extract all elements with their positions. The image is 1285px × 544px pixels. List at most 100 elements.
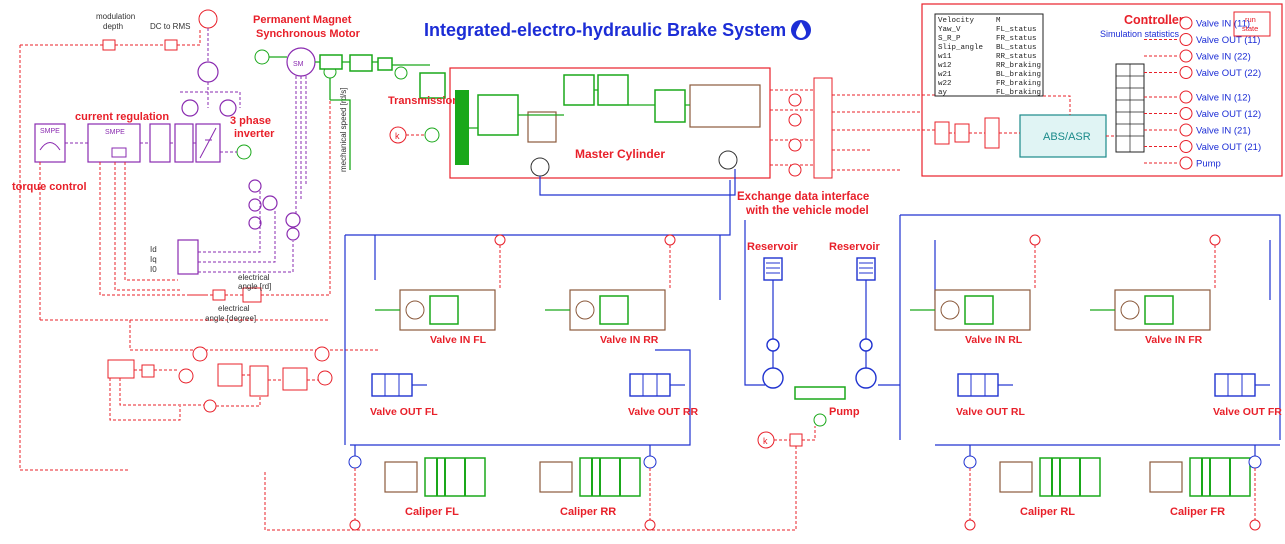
vehicle-interface-block[interactable]	[813, 77, 833, 179]
caliper-body-0[interactable]	[384, 461, 418, 493]
signal-source-icon[interactable]	[178, 368, 194, 384]
dc-source-icon[interactable]	[198, 9, 218, 29]
signal-source-icon-4[interactable]	[317, 370, 333, 386]
switch-block[interactable]	[107, 359, 135, 379]
current-sensor-icon-2[interactable]	[219, 99, 237, 117]
vehicle-signal-icon-1[interactable]	[788, 93, 802, 107]
gear-block[interactable]	[349, 54, 373, 72]
angle-gain-block[interactable]	[212, 289, 226, 301]
smpe-block-2[interactable]	[87, 123, 141, 163]
modulation-depth-block[interactable]	[102, 39, 116, 51]
saturation-block[interactable]	[249, 365, 269, 397]
signal-source-icon-2[interactable]	[192, 346, 208, 362]
valve-output-port-icon-4[interactable]	[1179, 90, 1193, 104]
valve-in-signal-icon-3[interactable]	[1209, 234, 1221, 246]
router-block[interactable]	[954, 123, 970, 143]
booster-block[interactable]	[477, 94, 519, 136]
check-valve-right-icon[interactable]	[859, 338, 873, 352]
valve-out-body-3[interactable]	[1214, 373, 1256, 397]
shaft-block[interactable]	[377, 57, 393, 71]
current-meter-icon[interactable]	[262, 195, 278, 211]
valve-in-coil-3[interactable]	[1144, 295, 1174, 325]
pump-right-icon[interactable]	[855, 367, 877, 389]
pressure-chamber[interactable]	[527, 111, 557, 143]
valve-in-coil-2[interactable]	[964, 295, 994, 325]
master-cylinder-body[interactable]	[689, 84, 761, 128]
mux-block[interactable]	[934, 121, 950, 145]
reservoir-left-tank[interactable]	[763, 257, 783, 281]
voltage-sensor-icon[interactable]	[197, 61, 219, 83]
current-meter-icon-2[interactable]	[285, 212, 301, 228]
valve-output-port-icon-7[interactable]	[1179, 140, 1193, 153]
wheel-pressure-output-icon-2[interactable]	[964, 519, 976, 531]
caliper-body-2[interactable]	[999, 461, 1033, 493]
signal-source-icon-5[interactable]	[203, 399, 217, 413]
wheel-pressure-sensor-icon-1[interactable]	[643, 455, 657, 469]
valve-in-signal-icon-1[interactable]	[664, 234, 676, 246]
vehicle-signal-icon-2[interactable]	[788, 113, 802, 127]
spring-block-1[interactable]	[563, 74, 595, 106]
phase-sensor-icon-a[interactable]	[248, 179, 262, 193]
wheel-pressure-output-icon-1[interactable]	[644, 519, 656, 531]
valve-output-port-icon-6[interactable]	[1179, 123, 1193, 137]
caliper-body-1[interactable]	[539, 461, 573, 493]
valve-out-body-2[interactable]	[957, 373, 999, 397]
valve-in-coil-0[interactable]	[429, 295, 459, 325]
gain-block-k1[interactable]	[141, 364, 155, 378]
reservoir-right-tank[interactable]	[856, 257, 876, 281]
pedal-block[interactable]	[455, 90, 469, 165]
current-meter-icon-3[interactable]	[286, 227, 300, 241]
caliper-body-3[interactable]	[1149, 461, 1183, 493]
function-block-power[interactable]	[282, 367, 308, 391]
vehicle-signal-icon-3[interactable]	[788, 138, 802, 152]
valve-output-port-icon-1[interactable]	[1179, 33, 1193, 46]
spring-block-2[interactable]	[597, 74, 629, 106]
caliper-disc-3[interactable]	[1189, 457, 1251, 497]
abs-asr-block[interactable]	[1019, 114, 1107, 158]
demux-block[interactable]	[984, 117, 1000, 149]
pump-shaft-block[interactable]	[794, 386, 846, 400]
valve-out-body-0[interactable]	[371, 373, 413, 397]
signal-source-icon-3[interactable]	[314, 346, 330, 362]
valve-output-port-icon-0[interactable]	[1179, 16, 1193, 30]
caliper-disc-1[interactable]	[579, 457, 641, 497]
valve-output-port-icon-2[interactable]	[1179, 49, 1193, 63]
piston-block[interactable]	[654, 89, 686, 123]
function-block-fxy[interactable]	[217, 363, 243, 387]
multiply-block[interactable]	[789, 433, 803, 447]
valve-output-port-icon-5[interactable]	[1179, 107, 1193, 120]
rotary-sensor-icon[interactable]	[394, 66, 408, 80]
dc-to-rms-block[interactable]	[164, 39, 178, 51]
controller-output-4: RR_status	[996, 53, 1037, 61]
wheel-pressure-sensor-icon-3[interactable]	[1248, 455, 1262, 469]
wheel-pressure-output-icon-3[interactable]	[1249, 519, 1261, 531]
controller-io-block[interactable]	[934, 13, 1044, 97]
valve-output-port-icon-3[interactable]	[1179, 66, 1193, 79]
pressure-sensor-icon-1[interactable]	[530, 157, 550, 177]
pressure-sensor-icon-2[interactable]	[718, 150, 738, 170]
valve-out-body-1[interactable]	[629, 373, 671, 397]
pwm-block[interactable]	[149, 123, 171, 163]
pump-motor-icon[interactable]	[813, 413, 827, 427]
park-transform-block[interactable]	[177, 239, 199, 275]
inertia-block[interactable]	[319, 54, 343, 70]
pump-left-icon[interactable]	[762, 367, 784, 389]
phase-sensor-icon-b[interactable]	[248, 198, 262, 212]
wheel-pressure-sensor-icon-0[interactable]	[348, 455, 362, 469]
wheel-pressure-output-icon-0[interactable]	[349, 519, 361, 531]
nut-screw-block[interactable]	[419, 72, 446, 99]
run-state-button[interactable]	[1233, 11, 1271, 37]
valve-in-signal-icon-0[interactable]	[494, 234, 506, 246]
check-valve-left-icon[interactable]	[766, 338, 780, 352]
phase-sensor-icon-c[interactable]	[248, 216, 262, 230]
current-sensor-icon[interactable]	[181, 99, 199, 117]
gate-block[interactable]	[174, 123, 194, 163]
valve-in-coil-1[interactable]	[599, 295, 629, 325]
caliper-disc-0[interactable]	[424, 457, 486, 497]
vehicle-signal-icon-4[interactable]	[788, 163, 802, 177]
caliper-disc-2[interactable]	[1039, 457, 1101, 497]
valve-in-signal-icon-2[interactable]	[1029, 234, 1041, 246]
valve-output-port-icon-8[interactable]	[1179, 156, 1193, 170]
force-source-icon[interactable]	[424, 127, 440, 143]
wheel-pressure-sensor-icon-2[interactable]	[963, 455, 977, 469]
